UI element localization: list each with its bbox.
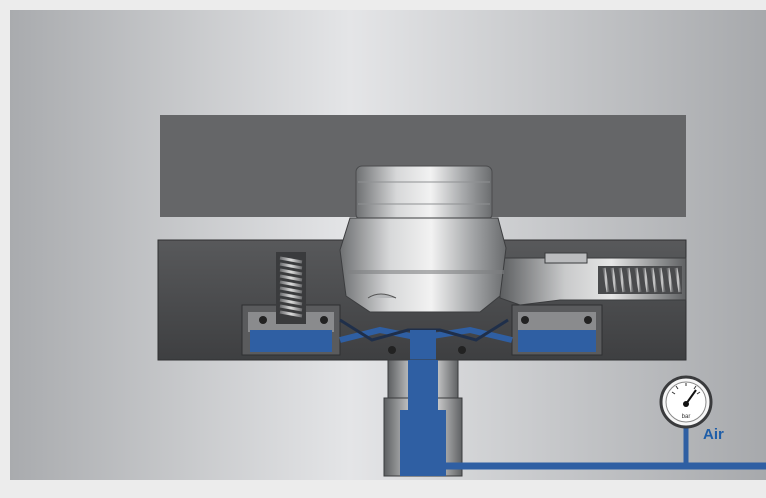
right-piston-chamber bbox=[511, 304, 603, 356]
air-label: Air bbox=[703, 426, 724, 443]
clamping-pin bbox=[339, 165, 507, 313]
gauge-unit-label: bar bbox=[682, 414, 691, 420]
left-piston-chamber bbox=[241, 304, 341, 356]
left-spring bbox=[276, 252, 306, 324]
locking-slider bbox=[499, 252, 687, 306]
air-fitting bbox=[383, 359, 463, 477]
pressure-gauge-icon: bar bbox=[659, 375, 713, 429]
